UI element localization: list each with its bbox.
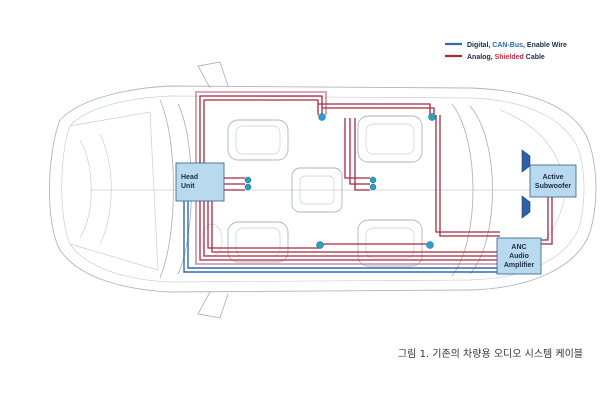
speaker-icon [316,241,324,249]
legend-digital-label: Digital, CAN-Bus, Enable Wire [467,42,567,49]
legend: Digital, CAN-Bus, Enable Wire Analog, Sh… [445,42,567,61]
analog-wires [195,91,553,265]
speaker-icon [369,176,377,184]
amplifier-label-line3: Amplifier [504,262,535,269]
active-subwoofer: Active Subwoofer [529,164,577,198]
head-unit-label-line2: Unit [181,183,195,190]
speaker-icon [318,113,326,121]
speaker-icon [426,241,434,249]
anc-audio-amplifier: ANC Audio Amplifier [496,237,542,275]
speaker-icon [244,176,252,184]
subwoofer-driver-icon [521,149,531,173]
speakers [244,113,436,249]
speaker-icon [428,113,436,121]
speaker-icon [369,183,377,191]
subwoofer-drivers [521,149,531,219]
digital-wires [183,200,500,273]
head-unit-label-line1: Head [181,174,198,181]
figure-caption: 그림 1. 기존의 차량용 오디오 시스템 케이블 [398,348,583,360]
subwoofer-driver-icon [521,195,531,219]
subwoofer-label-line1: Active [542,174,563,181]
legend-analog-label: Analog, Shielded Cable [467,54,545,61]
subwoofer-label-line2: Subwoofer [535,183,571,190]
amplifier-label-line1: ANC [511,244,526,251]
car-outline [49,61,597,319]
amplifier-label-line2: Audio [509,253,529,260]
speaker-icon [244,183,252,191]
head-unit: Head Unit [175,162,225,202]
